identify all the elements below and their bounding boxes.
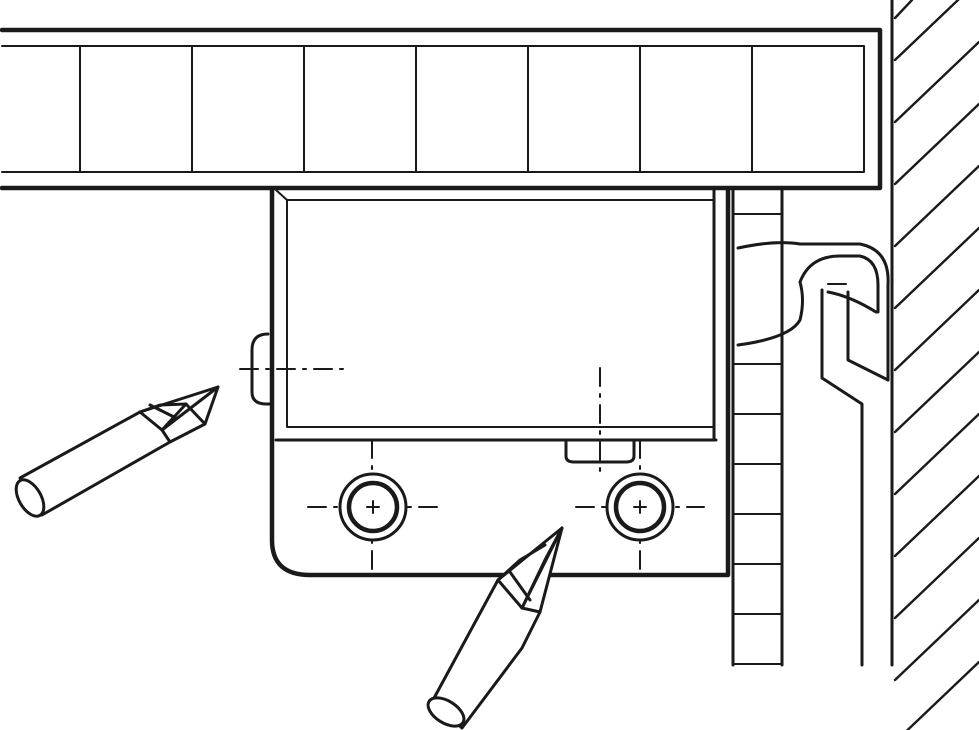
shelf-panel [0,27,883,191]
wall-hatch-line [893,412,979,496]
hook-profile [736,241,890,667]
bracket-icon [250,187,731,578]
rail-icon [731,186,784,667]
wall-hatch-line [893,164,979,248]
wall-hatch-line [893,598,979,682]
screwdriver [426,526,564,730]
wall-hatch-line [893,40,979,124]
screw-icon [338,472,408,542]
screwdriver [14,385,220,518]
screw [338,472,408,542]
screw [605,472,675,542]
screw-icon [605,472,675,542]
wall-hatch-line [893,226,979,310]
wall-hatch-line [893,0,960,62]
rail [731,186,784,667]
wall-surface [890,0,979,730]
wall-hatch-line [893,350,979,434]
wall-hatch-line [893,102,979,186]
wall-hatch-line [893,288,979,372]
screwdriver-icon [14,385,220,518]
wall-hatch-line [905,660,979,730]
screwdriver-icon [426,526,564,730]
wall-hatch-line [893,536,979,620]
hatched-wall-icon [893,0,979,730]
wall-hatch-line [893,0,914,20]
wall-hatch-line [893,474,979,558]
hook-icon [736,241,890,667]
panel-icon [79,45,753,173]
